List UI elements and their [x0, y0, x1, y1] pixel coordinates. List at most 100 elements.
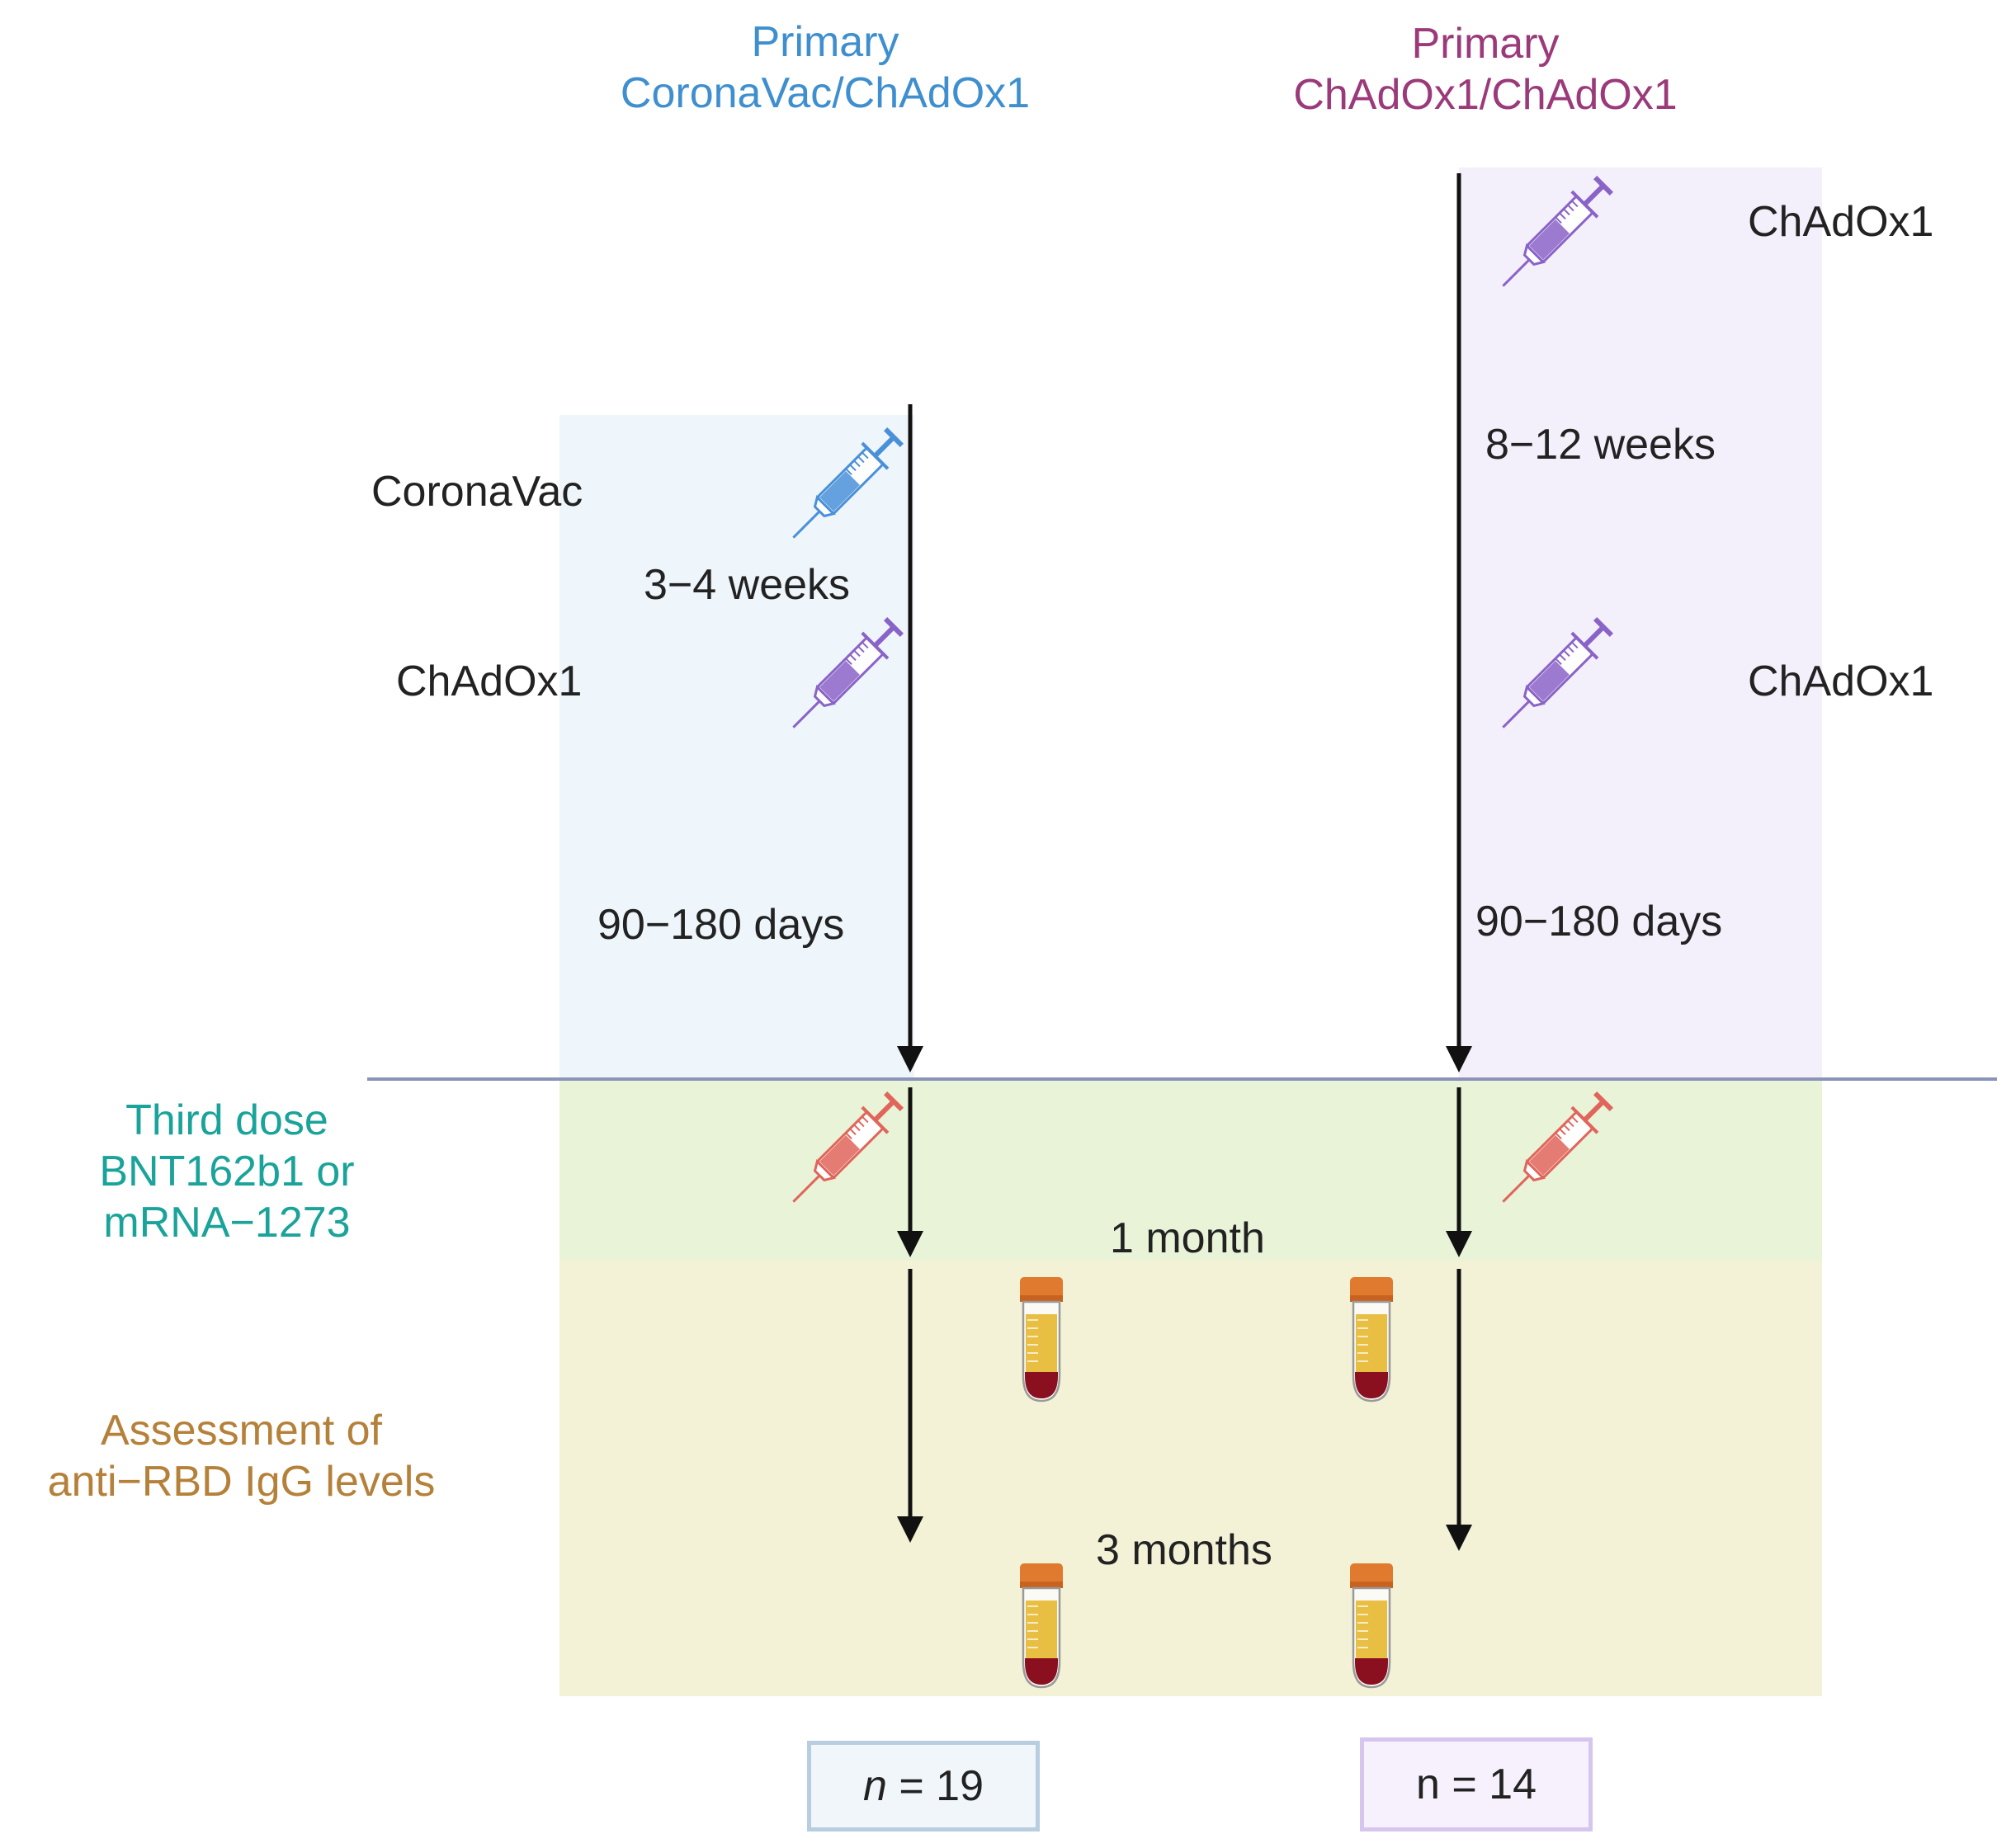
syringe-liquid [1529, 661, 1570, 701]
syringe-plunger-rod [873, 625, 896, 648]
left-primary-timeline-arrow [897, 404, 923, 1072]
assessment-band [559, 1261, 1822, 1696]
syringe-tick [1555, 216, 1562, 224]
right-chadox1-syringe-icon-1 [1502, 175, 1614, 287]
syringe-plunger-rod [1583, 625, 1606, 648]
right-interval2-label: 90−180 days [1475, 898, 1723, 945]
syringe-tick [1567, 204, 1574, 212]
left-interval1-label: 3−4 weeks [644, 561, 851, 609]
syringe-tick [853, 1124, 861, 1132]
syringe-tick [1559, 1128, 1566, 1136]
right-group-n-label: n = 14 [1415, 1761, 1537, 1808]
coronavac-dose-label: CoronaVac [371, 468, 583, 516]
left-group-n-box: n = 19 [807, 1741, 1040, 1832]
syringe-needle [792, 1174, 821, 1203]
left-group-band [559, 415, 914, 1079]
left-chadox1-dose-label: ChAdOx1 [396, 658, 583, 705]
left-interval2-label: 90−180 days [597, 901, 845, 949]
syringe-tick [853, 460, 861, 468]
syringe-needle [1502, 258, 1531, 287]
left-mrna-syringe-icon [792, 1091, 904, 1203]
syringe-plunger-cap [1593, 1091, 1614, 1112]
three-months-label: 3 months [1096, 1526, 1272, 1574]
tube-serum [1356, 1314, 1387, 1372]
tube-blood [1025, 1372, 1058, 1398]
right-group-title-line1: Primary [1411, 20, 1560, 68]
assessment-label: Assessment of anti−RBD IgG levels [17, 1405, 466, 1507]
third-dose-label-line1: Third dose [125, 1096, 328, 1144]
tube-blood [1025, 1658, 1058, 1685]
third-dose-label: Third dose BNT162b1 or mRNA−1273 [50, 1095, 404, 1248]
left-1month-blood-tube-icon [1020, 1277, 1063, 1402]
syringe-plunger-cap [883, 616, 904, 638]
syringe-plunger-cap [883, 1091, 904, 1112]
syringe-tick [1567, 645, 1574, 653]
right-third-dose-arrow [1446, 1087, 1472, 1257]
third-dose-band [559, 1081, 1822, 1261]
right-3month-blood-tube-icon [1350, 1563, 1393, 1689]
syringe-tick [845, 468, 852, 475]
syringe-liquid [1529, 219, 1570, 260]
left-chadox1-syringe-icon [792, 616, 904, 728]
syringe-tick [1571, 641, 1579, 649]
syringe-needle [1502, 1174, 1531, 1203]
syringe-tick [849, 653, 857, 662]
right-1month-blood-tube-icon [1350, 1277, 1393, 1402]
left-followup-arrow [897, 1269, 923, 1543]
syringe-needle [792, 700, 821, 728]
tube-serum [1026, 1600, 1057, 1658]
third-dose-label-line3: mRNA−1273 [103, 1199, 351, 1247]
tube-blood [1355, 1658, 1388, 1685]
left-3month-blood-tube-icon [1020, 1563, 1063, 1689]
left-group-n-value: = 19 [886, 1762, 984, 1810]
right-interval1-label: 8−12 weeks [1485, 421, 1716, 469]
syringe-needle [792, 510, 821, 539]
syringe-tick [862, 451, 869, 460]
syringe-plunger-cap [883, 427, 904, 448]
right-chadox1-dose1-label: ChAdOx1 [1748, 198, 1934, 246]
right-mrna-syringe-icon [1502, 1091, 1614, 1203]
syringe-tick [1555, 1132, 1562, 1139]
tube-cap-rim [1350, 1295, 1393, 1302]
syringe-plunger-cap [1593, 175, 1614, 196]
syringe-liquid [819, 471, 860, 512]
one-month-label: 1 month [1110, 1214, 1265, 1262]
syringe-tick [849, 1128, 857, 1136]
right-group-n-box: n = 14 [1360, 1737, 1593, 1832]
syringe-plunger-cap [1593, 616, 1614, 638]
syringe-tick [857, 455, 865, 464]
syringe-plunger-rod [1583, 1099, 1606, 1122]
right-group-band [1459, 167, 1822, 1079]
syringe-tick [845, 1132, 852, 1139]
syringe-tick [1555, 658, 1562, 665]
tube-cap-rim [1020, 1582, 1063, 1588]
syringe-tick [1559, 653, 1566, 662]
syringe-tick [853, 649, 861, 658]
syringe-tick [857, 1120, 865, 1128]
syringe-liquid [819, 1135, 860, 1176]
tube-blood [1355, 1372, 1388, 1398]
right-followup-arrow [1446, 1269, 1472, 1551]
left-group-n-variable: n [862, 1762, 887, 1810]
syringe-plunger-rod [873, 435, 896, 458]
syringe-tick [1571, 200, 1579, 208]
syringe-tick [862, 641, 869, 649]
syringe-plunger-rod [1583, 183, 1606, 206]
tube-serum [1356, 1600, 1387, 1658]
tube-cap-rim [1020, 1295, 1063, 1302]
syringe-tick [1559, 212, 1566, 220]
syringe-liquid [1529, 1135, 1570, 1176]
syringe-needle [1502, 700, 1531, 728]
third-dose-label-line2: BNT162b1 or [99, 1148, 355, 1195]
syringe-tick [857, 645, 865, 653]
left-group-title: Primary CoronaVac/ChAdOx1 [578, 16, 1073, 119]
right-group-title-line2: ChAdOx1/ChAdOx1 [1293, 71, 1678, 119]
left-group-title-line1: Primary [751, 18, 899, 66]
left-group-title-line2: CoronaVac/ChAdOx1 [620, 69, 1031, 117]
tube-serum [1026, 1314, 1057, 1372]
left-third-dose-arrow [897, 1087, 923, 1257]
syringe-tick [1571, 1115, 1579, 1124]
assessment-label-line2: anti−RBD IgG levels [47, 1458, 436, 1506]
syringe-tick [845, 658, 852, 665]
